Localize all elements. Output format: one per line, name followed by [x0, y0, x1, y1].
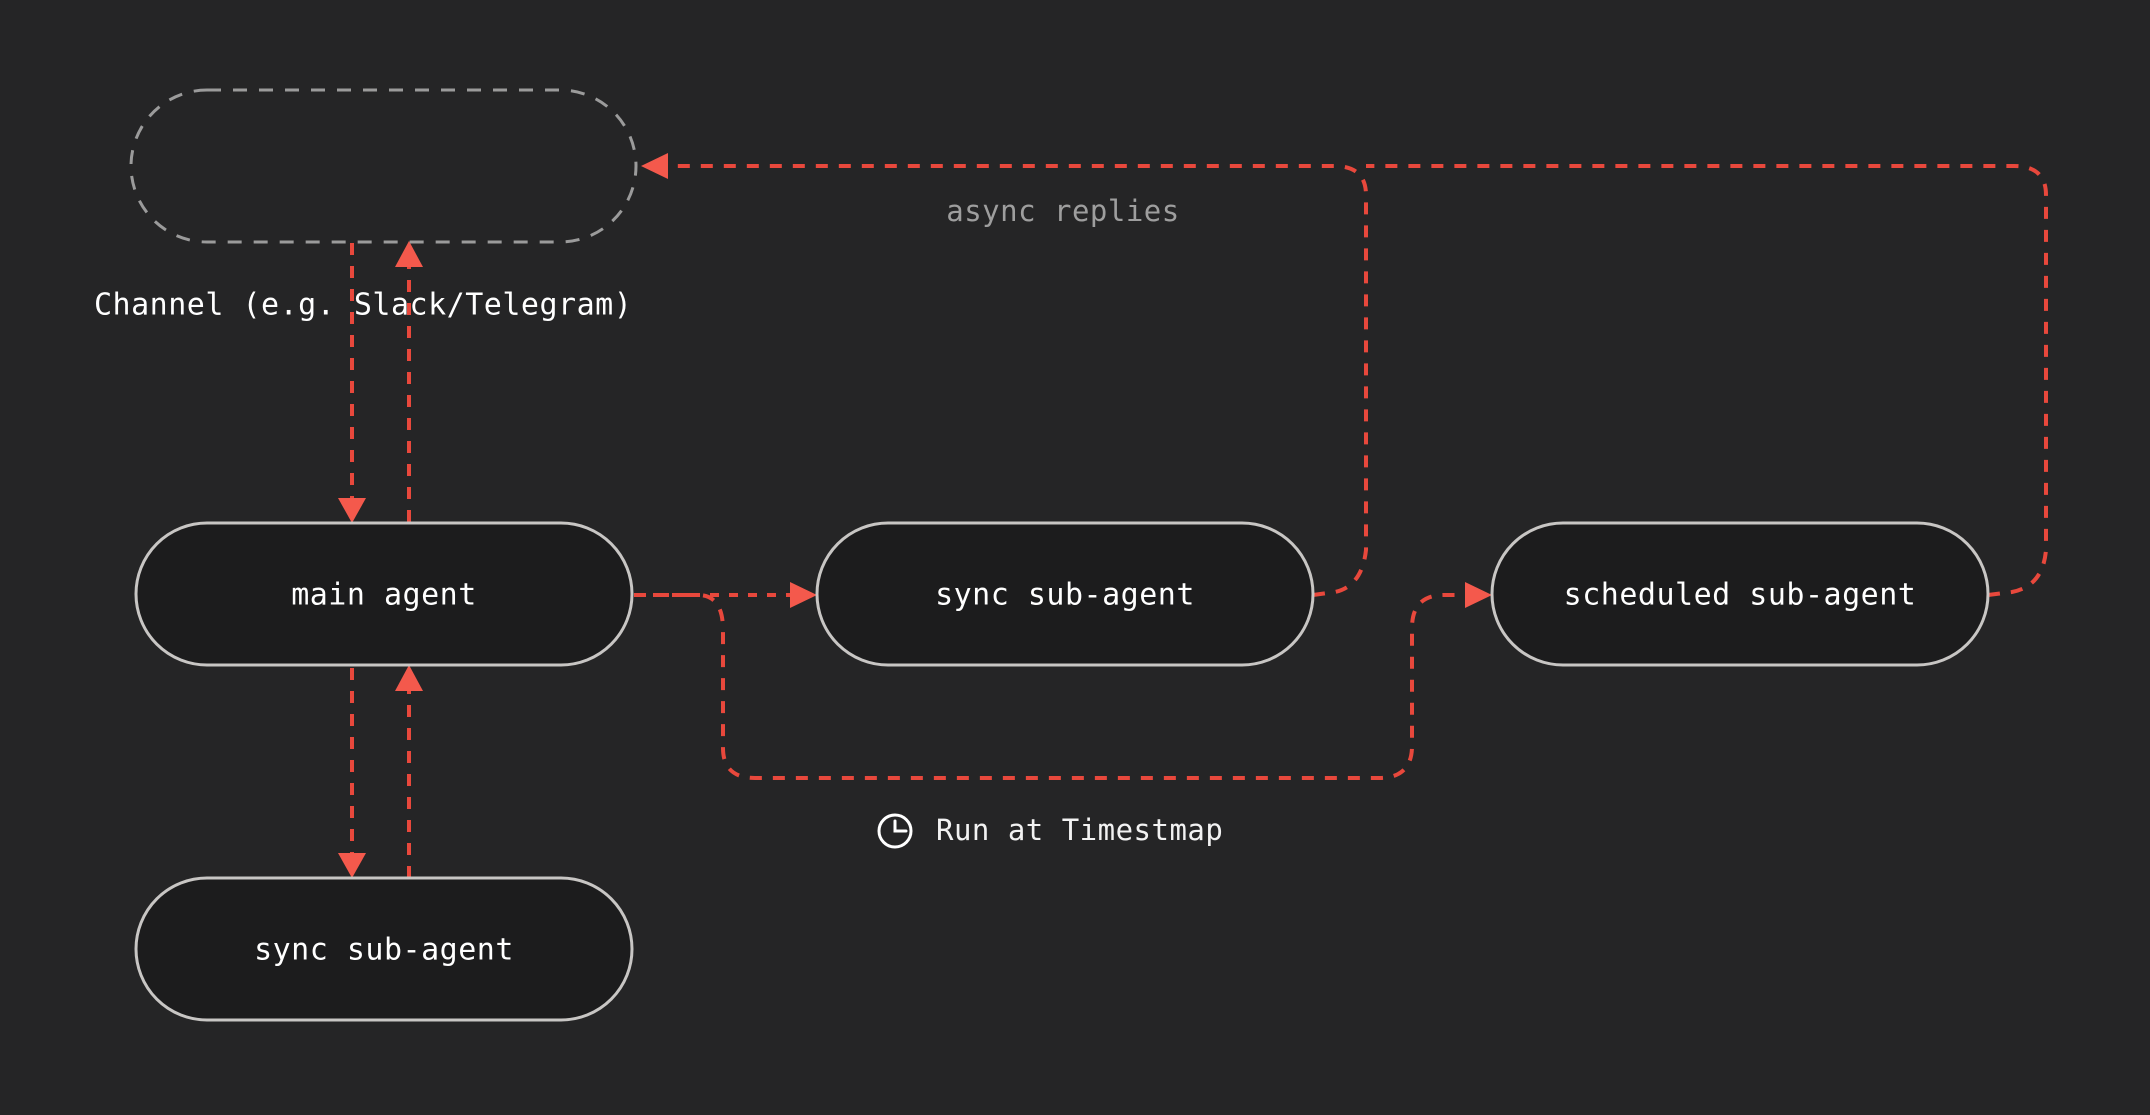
clock-icon-ring: [877, 813, 913, 849]
clock-icon: [877, 813, 913, 849]
node-sync-sub-agent-right-shape[interactable]: [815, 521, 1315, 667]
arrow-head-right-icon: [790, 582, 817, 608]
edge-label-async-replies: async replies: [946, 194, 1179, 228]
arrow-head-right-icon: [1465, 582, 1492, 608]
arrow-head-left-icon: [641, 153, 668, 179]
node-main-agent-label: main agent: [291, 578, 477, 613]
arrow-head-down-icon: [338, 498, 366, 523]
edge-label-run-at-timestamp: Run at Timestmap: [936, 813, 1223, 847]
node-main-agent[interactable]: main agent: [134, 521, 634, 667]
clock-icon-hands: [893, 819, 908, 833]
node-sync-sub-agent-bottom-label: sync sub-agent: [254, 933, 514, 968]
node-scheduled-sub-agent-label: scheduled sub-agent: [1564, 578, 1917, 613]
node-sync-sub-agent-bottom[interactable]: sync sub-agent: [134, 876, 634, 1022]
node-sync-sub-agent-right-label: sync sub-agent: [935, 578, 1195, 613]
node-scheduled-sub-agent[interactable]: scheduled sub-agent: [1490, 521, 1990, 667]
arrow-head-up-icon: [395, 665, 423, 691]
edge-scheduled-sub-agent-to-channel: [1366, 164, 2048, 597]
node-channel[interactable]: [129, 88, 638, 244]
edge-path: [661, 164, 1368, 597]
node-sync-sub-agent-bottom-shape[interactable]: [134, 876, 634, 1022]
node-channel-label: Channel (e.g. Slack/Telegram): [94, 288, 632, 323]
node-scheduled-sub-agent-shape[interactable]: [1490, 521, 1990, 667]
node-channel-shape[interactable]: [129, 88, 638, 244]
edge-bottom-sync-sub-agent-to-main-agent: [395, 665, 423, 878]
edge-main-agent-to-bottom-sync-sub-agent: [338, 668, 366, 878]
node-main-agent-shape[interactable]: [134, 521, 634, 667]
edge-path: [634, 593, 1473, 780]
arrow-head-down-icon: [338, 853, 366, 878]
edge-sync-sub-agent-to-channel: [641, 153, 1368, 597]
edge-main-agent-to-channel: [395, 241, 423, 522]
node-sync-sub-agent-right[interactable]: sync sub-agent: [815, 521, 1315, 667]
edge-label-run-at-timestamp-group: Run at Timestmap: [877, 813, 1223, 849]
arrow-head-up-icon: [395, 241, 423, 267]
edge-channel-to-main-agent: [338, 243, 366, 523]
edge-main-agent-to-scheduled-sub-agent: [634, 582, 1492, 780]
edge-path: [1366, 164, 2048, 597]
